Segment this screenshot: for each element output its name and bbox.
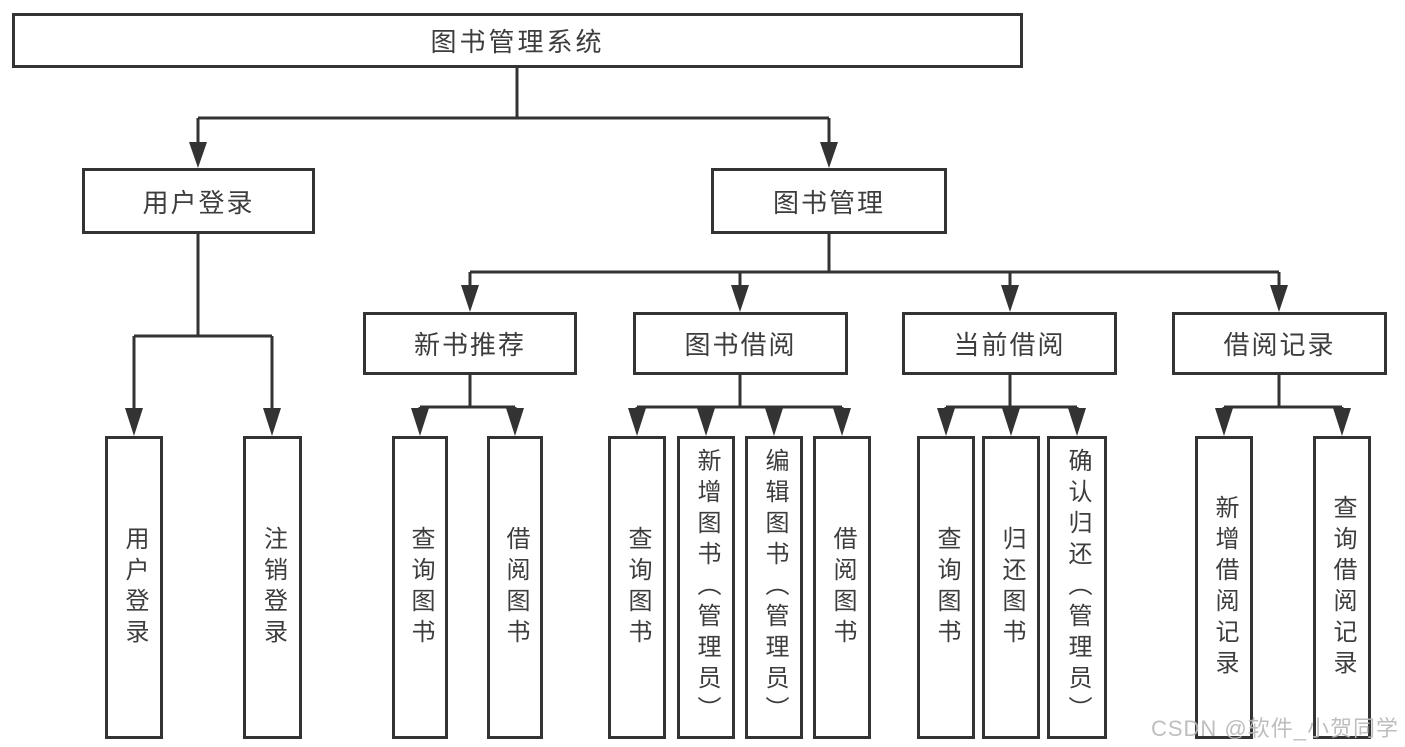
connectors-new-book <box>418 375 517 409</box>
arrowhead <box>937 408 955 436</box>
watermark: CSDN @软件_小贺同学 <box>1150 716 1399 741</box>
leaf-return-books: 归还图书 <box>982 436 1040 739</box>
connectors-user-login <box>132 233 274 409</box>
connectors-book-borrow <box>635 375 844 409</box>
arrowheads <box>125 142 1351 436</box>
arrowhead <box>820 142 838 168</box>
node-book-borrowing: 图书借阅 <box>633 312 848 375</box>
connectors-borrow-record <box>1222 375 1344 409</box>
node-book-management: 图书管理 <box>711 168 947 234</box>
arrowhead <box>628 408 646 436</box>
arrowhead <box>1333 408 1351 436</box>
arrowhead <box>697 408 715 436</box>
leaf-confirm-return-admin: 确认归还（管理员） <box>1047 436 1107 739</box>
leaf-add-books-admin: 新增图书（管理员） <box>677 436 735 739</box>
node-user-login: 用户登录 <box>82 168 315 234</box>
leaf-query-books-recommend: 查询图书 <box>392 436 448 739</box>
leaf-add-borrow-record: 新增借阅记录 <box>1195 436 1253 739</box>
connectors-current-borrow <box>944 375 1079 409</box>
arrowhead <box>411 408 429 436</box>
arrowhead <box>461 285 479 312</box>
arrowhead <box>1215 408 1233 436</box>
connector-lines <box>132 68 1344 409</box>
arrowhead <box>1270 285 1288 312</box>
connectors-root <box>196 68 831 143</box>
leaf-query-borrow-record: 查询借阅记录 <box>1313 436 1371 739</box>
leaf-query-books-borrow: 查询图书 <box>608 436 666 739</box>
arrowhead <box>1068 408 1086 436</box>
arrowhead <box>1001 285 1019 312</box>
node-new-book-recommendation: 新书推荐 <box>363 312 577 375</box>
leaf-edit-books-admin: 编辑图书（管理员） <box>745 436 803 739</box>
arrowhead <box>1002 408 1020 436</box>
leaf-borrow-books-recommend: 借阅图书 <box>487 436 543 739</box>
node-current-borrowing: 当前借阅 <box>902 312 1117 375</box>
connectors-book-management <box>468 234 1281 287</box>
arrowhead <box>189 142 207 168</box>
arrowhead <box>125 408 143 436</box>
arrowhead <box>765 408 783 436</box>
node-root: 图书管理系统 <box>12 13 1023 68</box>
arrowhead <box>833 408 851 436</box>
leaf-user-login: 用户登录 <box>105 436 163 739</box>
arrowhead <box>506 408 524 436</box>
leaf-borrow-books: 借阅图书 <box>813 436 871 739</box>
arrowhead <box>263 408 281 436</box>
node-borrowing-records: 借阅记录 <box>1172 312 1387 375</box>
leaf-query-books-current: 查询图书 <box>917 436 975 739</box>
leaf-logout: 注销登录 <box>243 436 302 739</box>
arrowhead <box>731 285 749 312</box>
